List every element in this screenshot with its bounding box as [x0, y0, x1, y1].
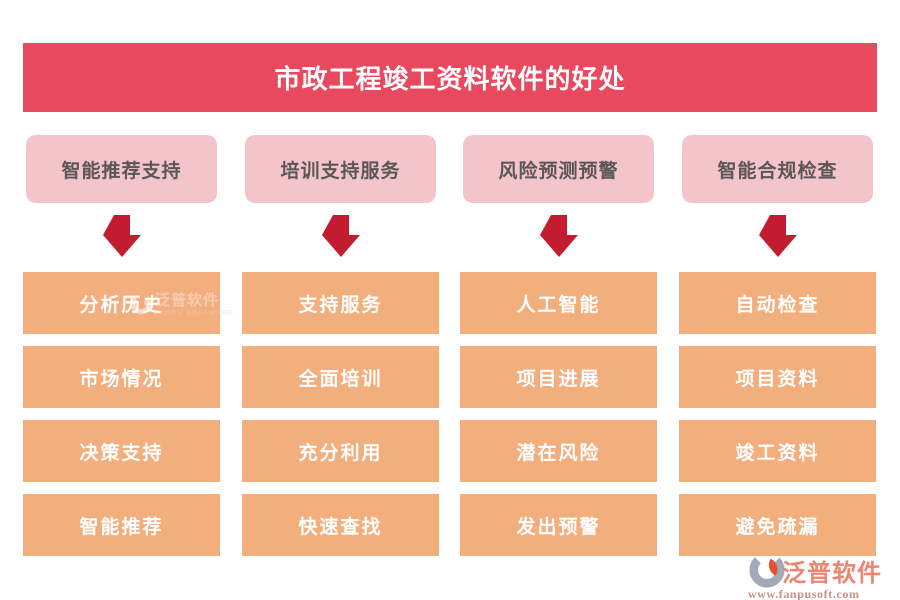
benefit-box: 人工智能 — [460, 272, 657, 334]
column-header: 风险预测预警 — [463, 135, 654, 203]
benefit-box: 自动检查 — [679, 272, 876, 334]
footer-website-url: www.fanpusoft.com — [748, 587, 860, 600]
column-header: 智能合规检查 — [682, 135, 873, 203]
column-training-support: 培训支持服务 支持服务 全面培训 充分利用 快速查找 — [242, 0, 439, 600]
benefit-box: 智能推荐 — [23, 494, 220, 556]
benefit-box: 充分利用 — [242, 420, 439, 482]
benefit-box: 竣工资料 — [679, 420, 876, 482]
benefit-box: 快速查找 — [242, 494, 439, 556]
benefit-box: 市场情况 — [23, 346, 220, 408]
benefit-box: 分析历史 — [23, 272, 220, 334]
benefit-box: 支持服务 — [242, 272, 439, 334]
benefit-box: 避免疏漏 — [679, 494, 876, 556]
column-header: 培训支持服务 — [245, 135, 436, 203]
down-arrow-icon — [103, 215, 141, 257]
column-smart-recommendation: 智能推荐支持 分析历史 市场情况 决策支持 智能推荐 — [23, 0, 220, 600]
down-arrow-icon — [540, 215, 578, 257]
fanpu-logo-icon — [749, 552, 785, 588]
footer-brand-name: 泛普软件 — [782, 559, 882, 587]
column-header: 智能推荐支持 — [26, 135, 217, 203]
column-compliance-check: 智能合规检查 自动检查 项目资料 竣工资料 避免疏漏 — [679, 0, 876, 600]
benefit-box: 全面培训 — [242, 346, 439, 408]
benefit-box: 发出预警 — [460, 494, 657, 556]
down-arrow-icon — [759, 215, 797, 257]
footer-brand-block: 泛普软件 www.fanpusoft.com — [748, 550, 898, 600]
benefit-box: 潜在风险 — [460, 420, 657, 482]
down-arrow-icon — [322, 215, 360, 257]
benefit-box: 项目进展 — [460, 346, 657, 408]
column-risk-warning: 风险预测预警 人工智能 项目进展 潜在风险 发出预警 — [460, 0, 657, 600]
title-banner: 市政工程竣工资料软件的好处 — [23, 43, 877, 112]
benefit-box: 决策支持 — [23, 420, 220, 482]
benefit-box: 项目资料 — [679, 346, 876, 408]
page-title: 市政工程竣工资料软件的好处 — [274, 64, 626, 94]
